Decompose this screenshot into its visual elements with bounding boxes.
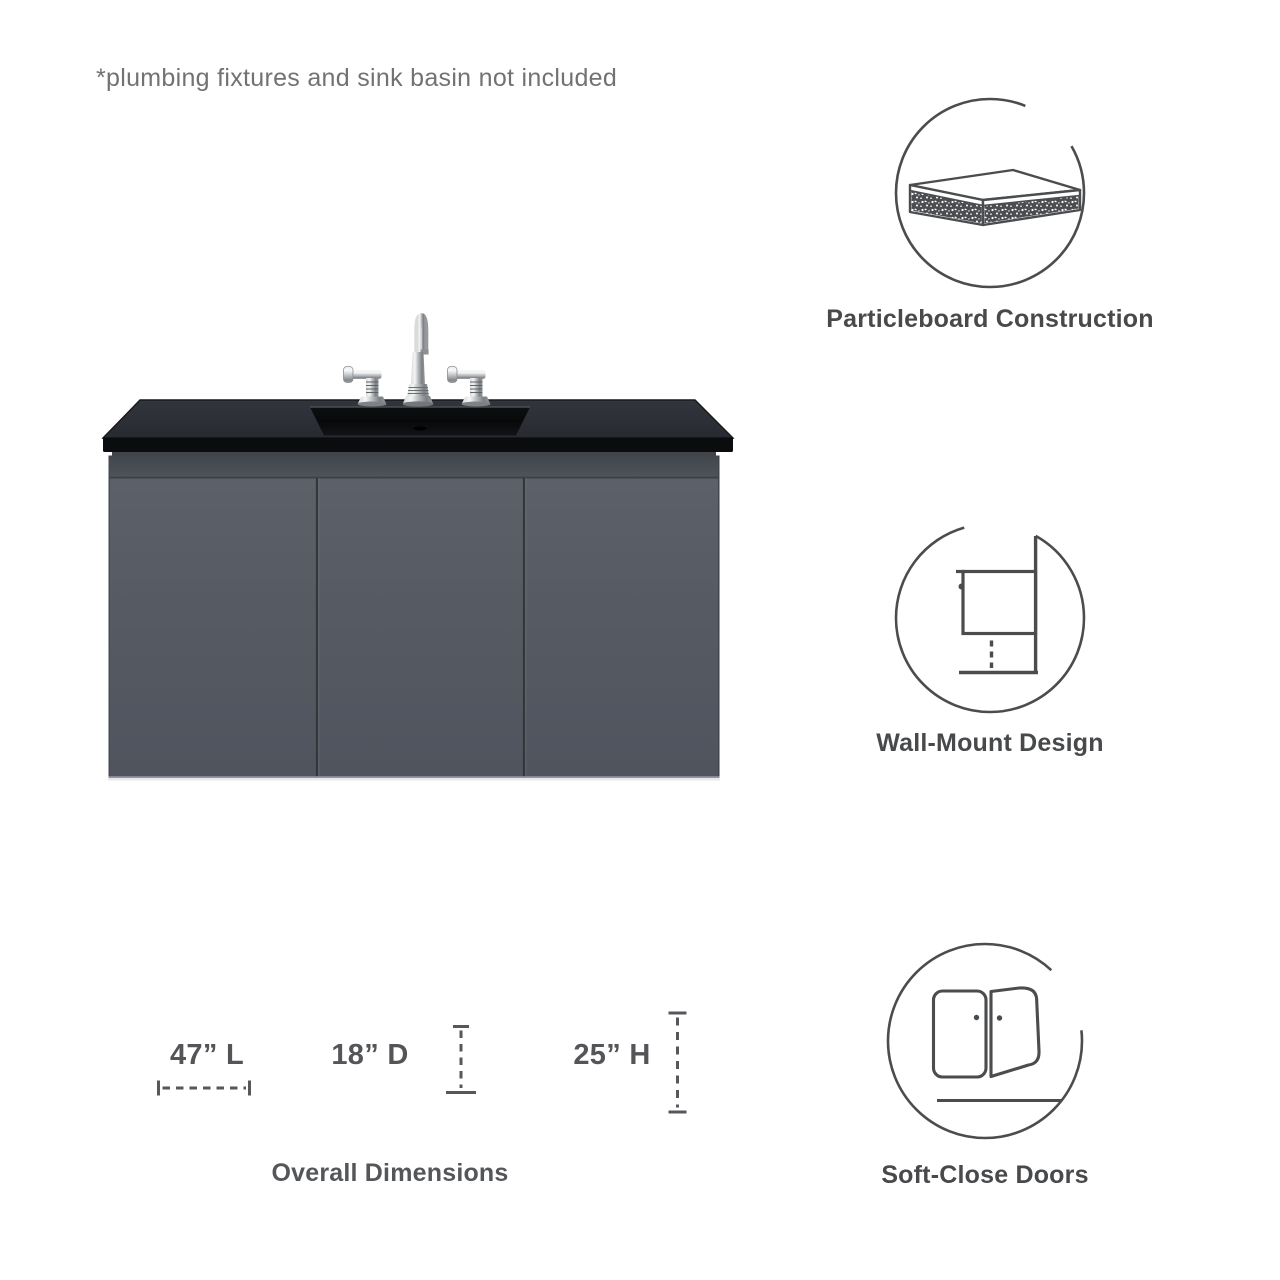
feature-label-soft-close: Soft-Close Doors [881, 1161, 1089, 1189]
feature-soft-close [865, 925, 1115, 1175]
faucet-handle-right [447, 366, 491, 407]
cabinet-doors [108, 477, 720, 778]
dimension-lines [157, 1011, 687, 1114]
feature-label-particleboard: Particleboard Construction [826, 305, 1154, 333]
faucet [343, 313, 491, 407]
dimension-height: 25” H [573, 1039, 651, 1071]
depth-dimension-line [446, 1025, 476, 1094]
soft-close-doors-icon [886, 942, 1084, 1140]
height-dimension-line [668, 1011, 687, 1114]
cabinet [108, 452, 720, 781]
wall-mount-icon [894, 522, 1086, 714]
disclaimer-note: *plumbing fixtures and sink basin not in… [96, 64, 618, 92]
faucet-handle-left [343, 366, 387, 407]
dimension-length: 47” L [169, 1039, 245, 1071]
sink-basin [310, 406, 530, 436]
dimensions-caption: Overall Dimensions [271, 1159, 509, 1187]
vanity-illustration [101, 313, 735, 781]
feature-wall-mount [870, 500, 1120, 740]
feature-label-wall-mount: Wall-Mount Design [876, 729, 1104, 757]
length-dimension-line [157, 1080, 251, 1096]
dimension-depth: 18” D [331, 1039, 409, 1071]
faucet-spout [414, 313, 429, 360]
particleboard-icon [894, 97, 1086, 289]
countertop-edge [103, 437, 733, 452]
feature-particleboard [870, 80, 1120, 320]
